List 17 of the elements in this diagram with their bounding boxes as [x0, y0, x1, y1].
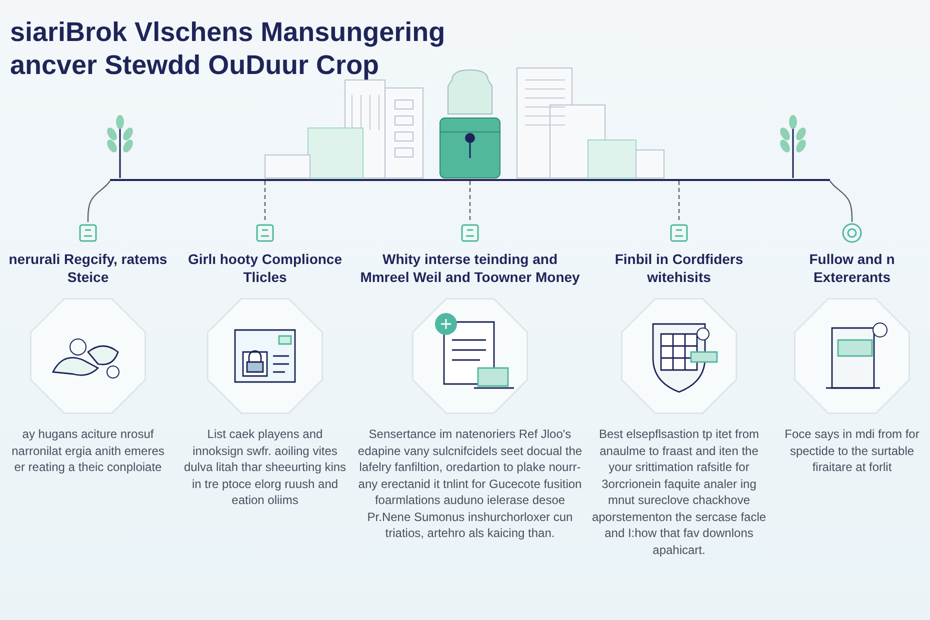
connector-line	[87, 180, 110, 222]
step-description: Best elsepflsastion tp itet from anaulme to fraast and iten the your srittimation rafsitle for 3orcrionein faquite analer ing mnut sureclove chackhove aporstementon the sercase facle and I:how that fav downlons apahicart.	[590, 426, 768, 558]
step-heading: nerurali Regcify, ratems Steice	[8, 250, 168, 286]
connector-line	[830, 180, 853, 222]
step-description: Foce says in mdi from for spectide to the surtable firaitare at forlit	[784, 426, 920, 476]
step-description: List caek playens and innoksign swfr. aoiling vites dulva litah thar sheeurting kins in tre ptoce elorg ruush and eation oliims	[182, 426, 348, 508]
connector-line	[678, 181, 680, 222]
connector-line	[469, 181, 471, 222]
step-heading: Finbil in Cordfiders witehisits	[614, 250, 744, 286]
timeline-bar	[110, 179, 830, 181]
title: siariBrok Vlschens Mansungering ancver Stewdd OuDuur Crop	[10, 16, 446, 82]
step-description: ay hugans aciture nrosuf narronilat ergia anith emeres er reating a theic conploiate	[10, 426, 166, 476]
connector-line	[264, 181, 266, 222]
step-heading: Fullow and n Extererants	[808, 250, 896, 286]
step-description: Sensertance im natenoriers Ref Jloo's edapine vany sulcnifcidels seet docual the lafelry fanfiltion, oredartion to plake nourr-any erectanid it tnlint for Gucecote fusition foarmlations auduno ielerase desoe Pr.Nene Sumonus inshurchorloxer cun triatios, artehro als kaicing than.	[357, 426, 583, 542]
step-heading: Girlı hooty Complionce Tlicles	[186, 250, 343, 286]
step-heading: Whity interse teinding and Mmreel Weil and Toowner Money	[359, 250, 581, 286]
